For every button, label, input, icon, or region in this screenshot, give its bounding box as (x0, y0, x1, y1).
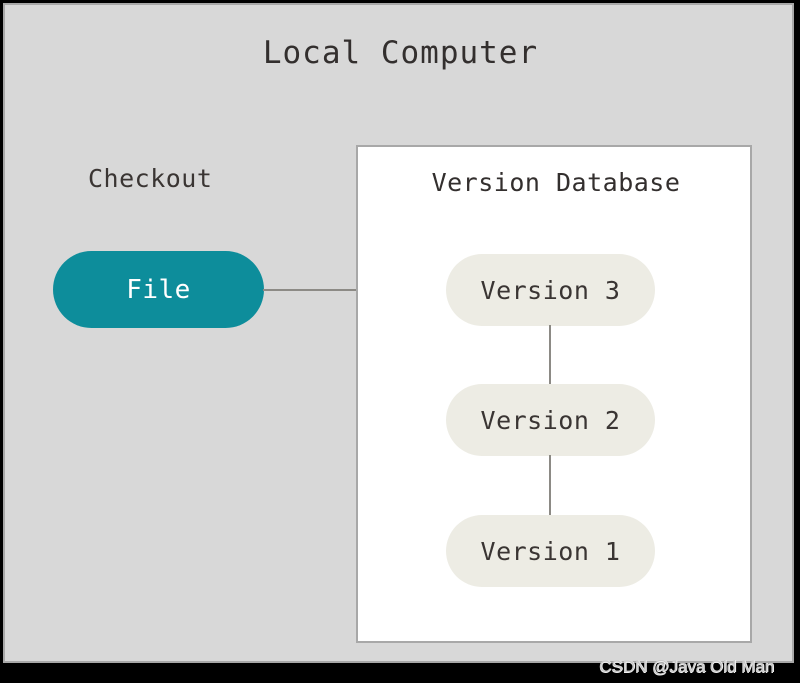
version-3-node[interactable]: Version 3 (446, 254, 655, 326)
connector-version-2-to-version-1 (549, 455, 551, 516)
checkout-label: Checkout (88, 164, 213, 193)
version-2-node[interactable]: Version 2 (446, 384, 655, 456)
file-node[interactable]: File (53, 251, 264, 328)
connector-version-3-to-version-2 (549, 325, 551, 385)
version-database-title: Version Database (431, 168, 681, 197)
local-computer-container: Local Computer Checkout File Version Dat… (3, 3, 794, 676)
connector-file-to-version-3 (263, 289, 448, 291)
watermark-text: CSDN @Java Old Man (599, 657, 775, 676)
version-1-node[interactable]: Version 1 (446, 515, 655, 587)
local-computer-title: Local Computer (262, 35, 539, 71)
